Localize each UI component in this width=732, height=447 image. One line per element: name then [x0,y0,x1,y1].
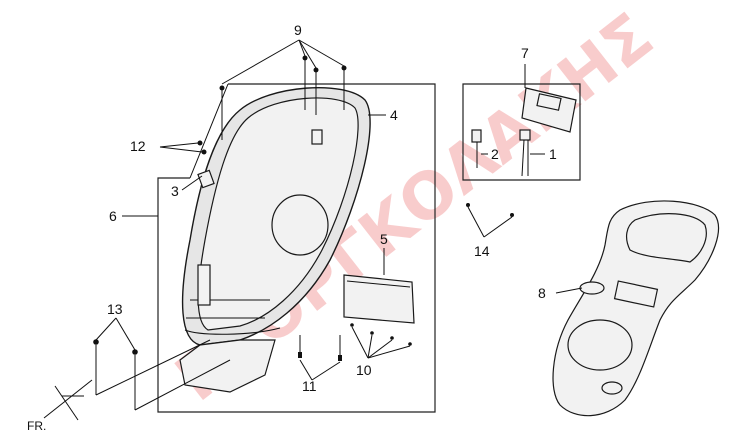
bolts-13 [93,317,231,411]
helmet-box-frame [157,83,436,413]
bolts-14 [466,203,514,238]
label-13: 13 [107,301,123,317]
front-direction-arrow [43,379,93,421]
inner-cover-part-8 [552,200,720,417]
bracket-part-3 [181,169,215,191]
bolts-11 [298,335,342,381]
label-4: 4 [390,107,398,123]
label-1: 1 [549,146,557,162]
lock-assembly-box [462,64,581,181]
label-7: 7 [521,45,529,61]
label-3: 3 [171,183,179,199]
bolts-12 [159,140,207,155]
tool-plate-part [343,274,415,324]
helmet-box-part [179,86,371,393]
label-front: FR. [27,419,46,433]
label-2: 2 [491,146,499,162]
label-14: 14 [474,243,490,259]
label-9: 9 [294,22,302,38]
label-10: 10 [356,362,372,378]
screws-10 [350,323,412,359]
label-8: 8 [538,285,546,301]
bolts-9 [219,39,347,140]
label-6: 6 [109,208,117,224]
label-12: 12 [130,138,146,154]
label-11: 11 [302,378,317,394]
label-5: 5 [380,231,388,247]
